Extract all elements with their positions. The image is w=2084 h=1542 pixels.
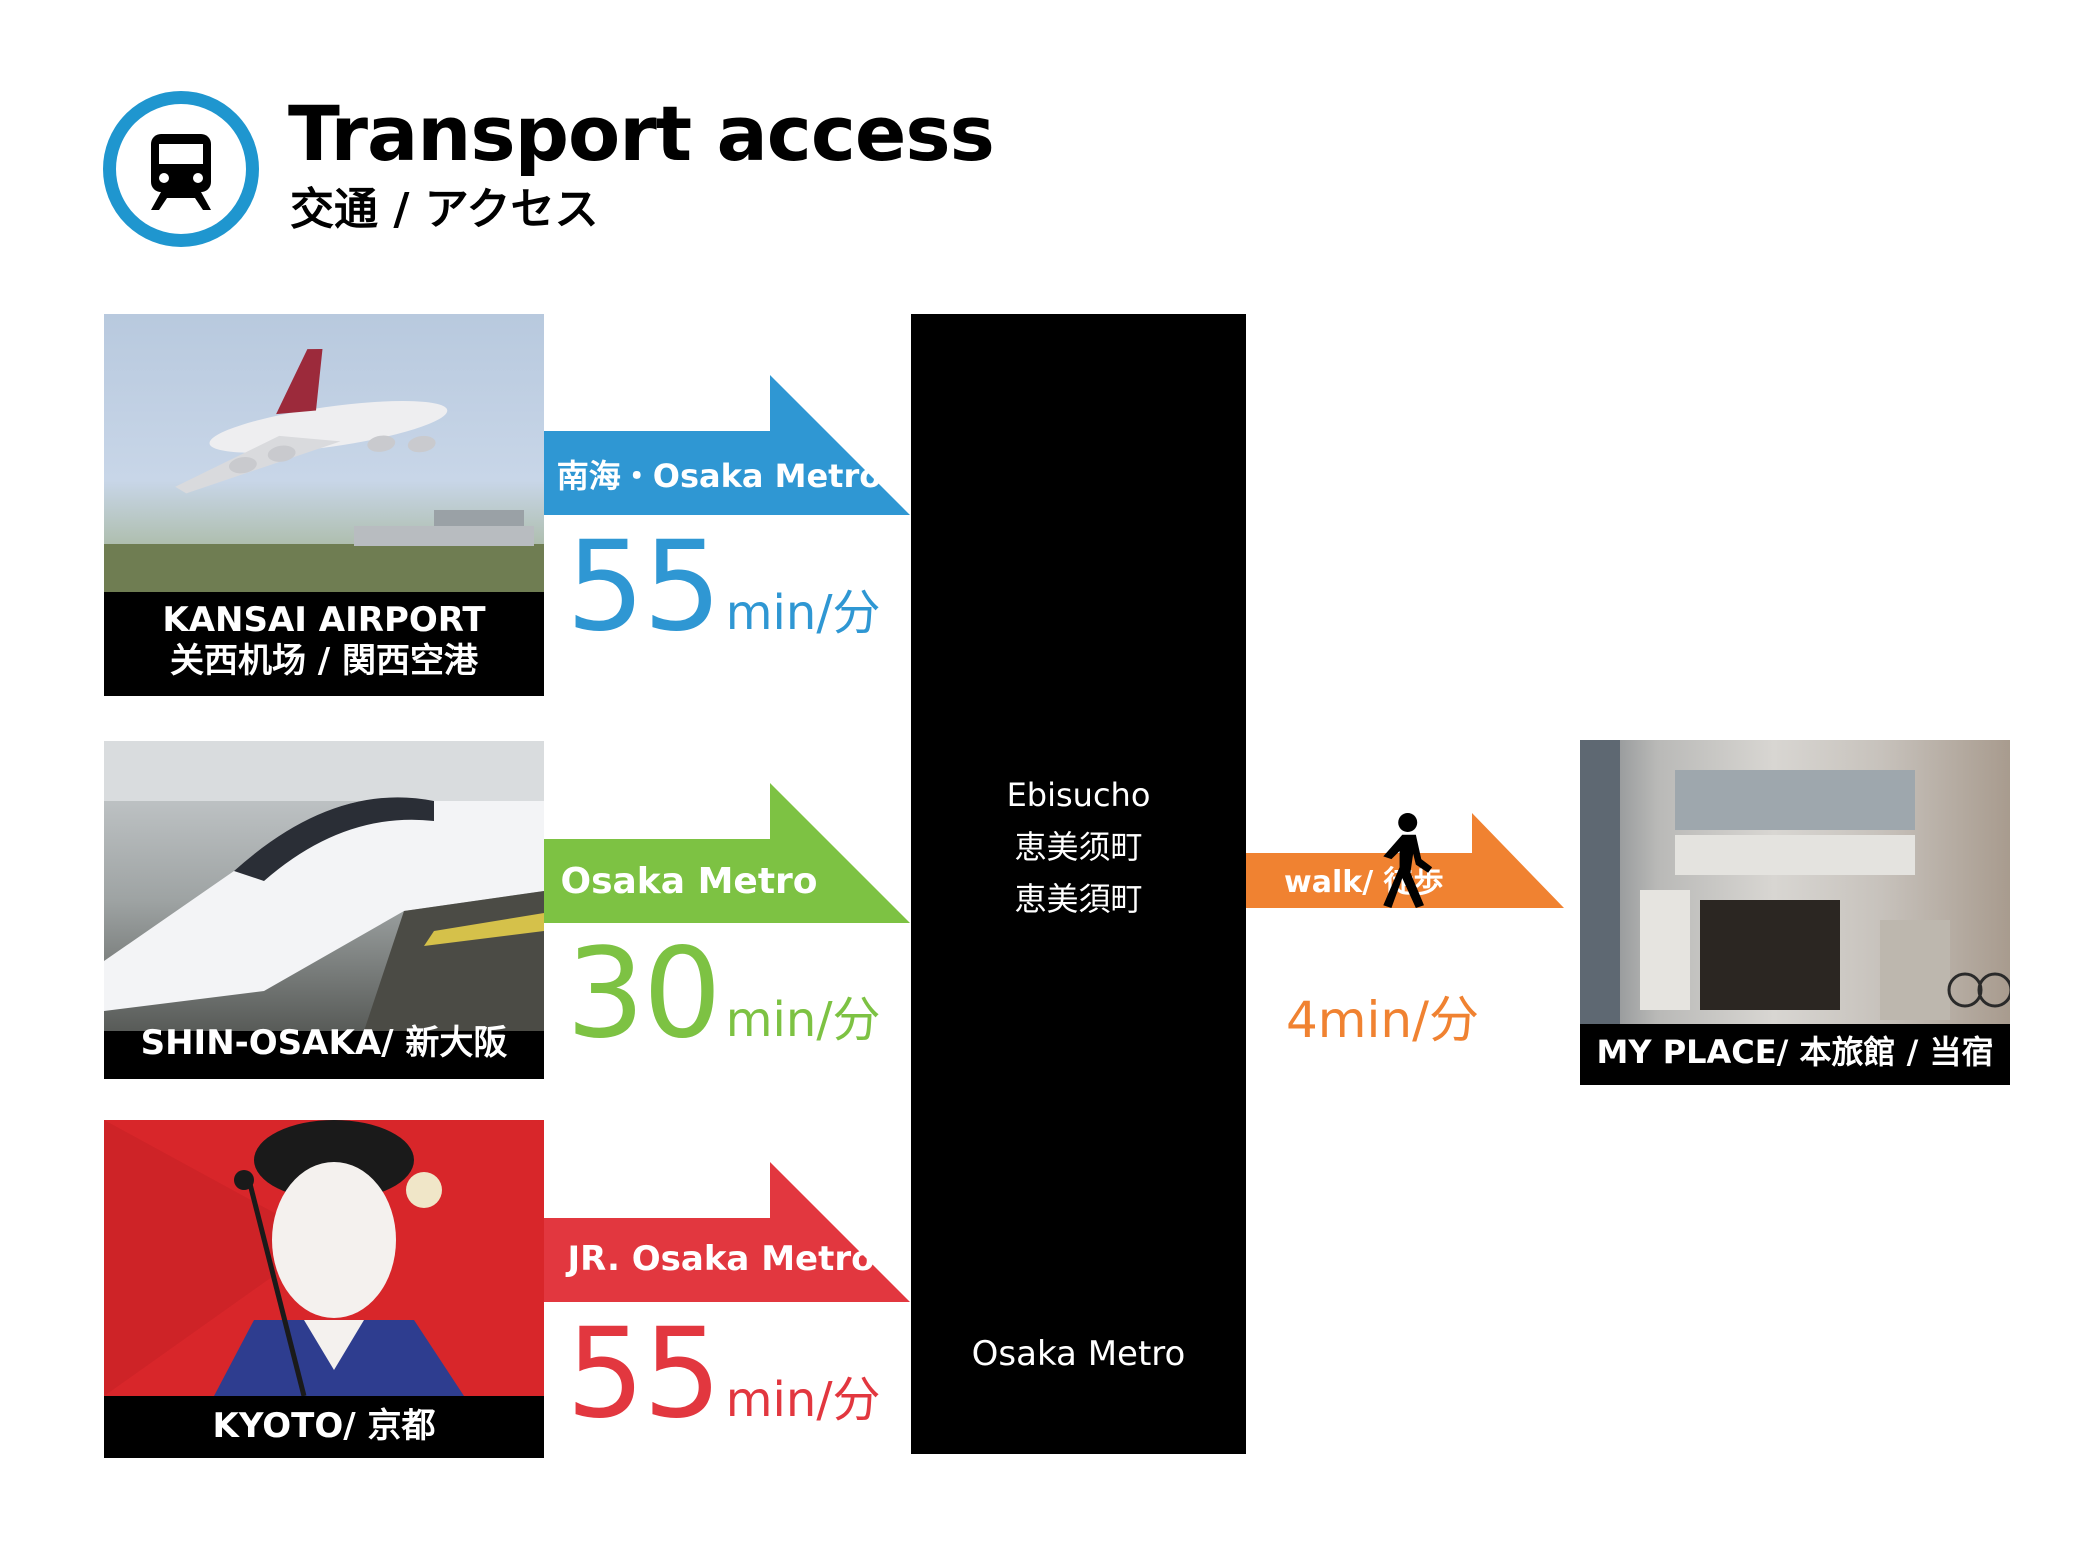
origin-name-local: 关西机场 / 関西空港 <box>169 641 479 681</box>
train-icon <box>151 134 211 210</box>
hub-station-name: Ebisucho <box>1006 776 1151 814</box>
origin-card-kyoto: KYOTO/ 京都 <box>104 1120 544 1458</box>
route-line-name: JR. Osaka Metro <box>567 1239 875 1279</box>
duration-value: 55 <box>566 1302 722 1446</box>
destination-name: MY PLACE/ 本旅館 / 当宿 <box>1596 1033 1994 1071</box>
geisha-photo <box>104 1120 544 1397</box>
airplane-photo <box>104 314 544 592</box>
hub-station-name: 恵美须町 <box>1014 828 1143 866</box>
origin-card-shin-osaka: SHIN-OSAKA/ 新大阪 <box>104 741 544 1079</box>
route-line-name: 南海・Osaka Metro <box>556 457 882 495</box>
origin-name: SHIN-OSAKA/ 新大阪 <box>140 1023 508 1063</box>
walk-duration: 4min/分 <box>1286 991 1479 1049</box>
duration-unit: min/分 <box>725 992 881 1048</box>
origin-name: KYOTO/ 京都 <box>212 1406 436 1446</box>
shinkansen-photo <box>104 741 544 1031</box>
duration-unit: min/分 <box>725 1372 881 1428</box>
duration-value: 30 <box>566 922 722 1066</box>
page-title: Transport access <box>288 89 995 178</box>
hub-station-ebisucho: Ebisucho 恵美须町 恵美須町 Osaka Metro <box>911 314 1246 1454</box>
walk-arrow: walk/ 徒歩 <box>1246 813 1564 908</box>
route-arrow-nankai-osaka-metro: 南海・Osaka Metro <box>544 375 910 515</box>
hub-station-name: 恵美須町 <box>1014 880 1143 918</box>
route-line-name: Osaka Metro <box>560 861 818 902</box>
route-arrow-osaka-metro: Osaka Metro <box>544 783 910 923</box>
duration-unit: min/分 <box>725 585 881 641</box>
destination-card-my-place: MY PLACE/ 本旅館 / 当宿 <box>1580 740 2013 1085</box>
hub-line-name: Osaka Metro <box>971 1334 1186 1374</box>
origin-label: KANSAI AIRPORT 关西机场 / 関西空港 <box>104 600 544 682</box>
hub-station-names: Ebisucho 恵美须町 恵美須町 <box>911 769 1246 925</box>
walking-person-icon <box>1383 813 1433 908</box>
origin-card-kansai-airport: KANSAI AIRPORT 关西机场 / 関西空港 <box>104 314 544 696</box>
origin-name: KANSAI AIRPORT <box>162 600 486 640</box>
building-photo <box>1580 740 2013 1024</box>
route-arrow-jr-osaka-metro: JR. Osaka Metro <box>544 1162 910 1302</box>
train-logo <box>103 91 259 247</box>
page-subtitle: 交通 / アクセス <box>290 184 599 235</box>
duration-value: 55 <box>566 515 722 659</box>
